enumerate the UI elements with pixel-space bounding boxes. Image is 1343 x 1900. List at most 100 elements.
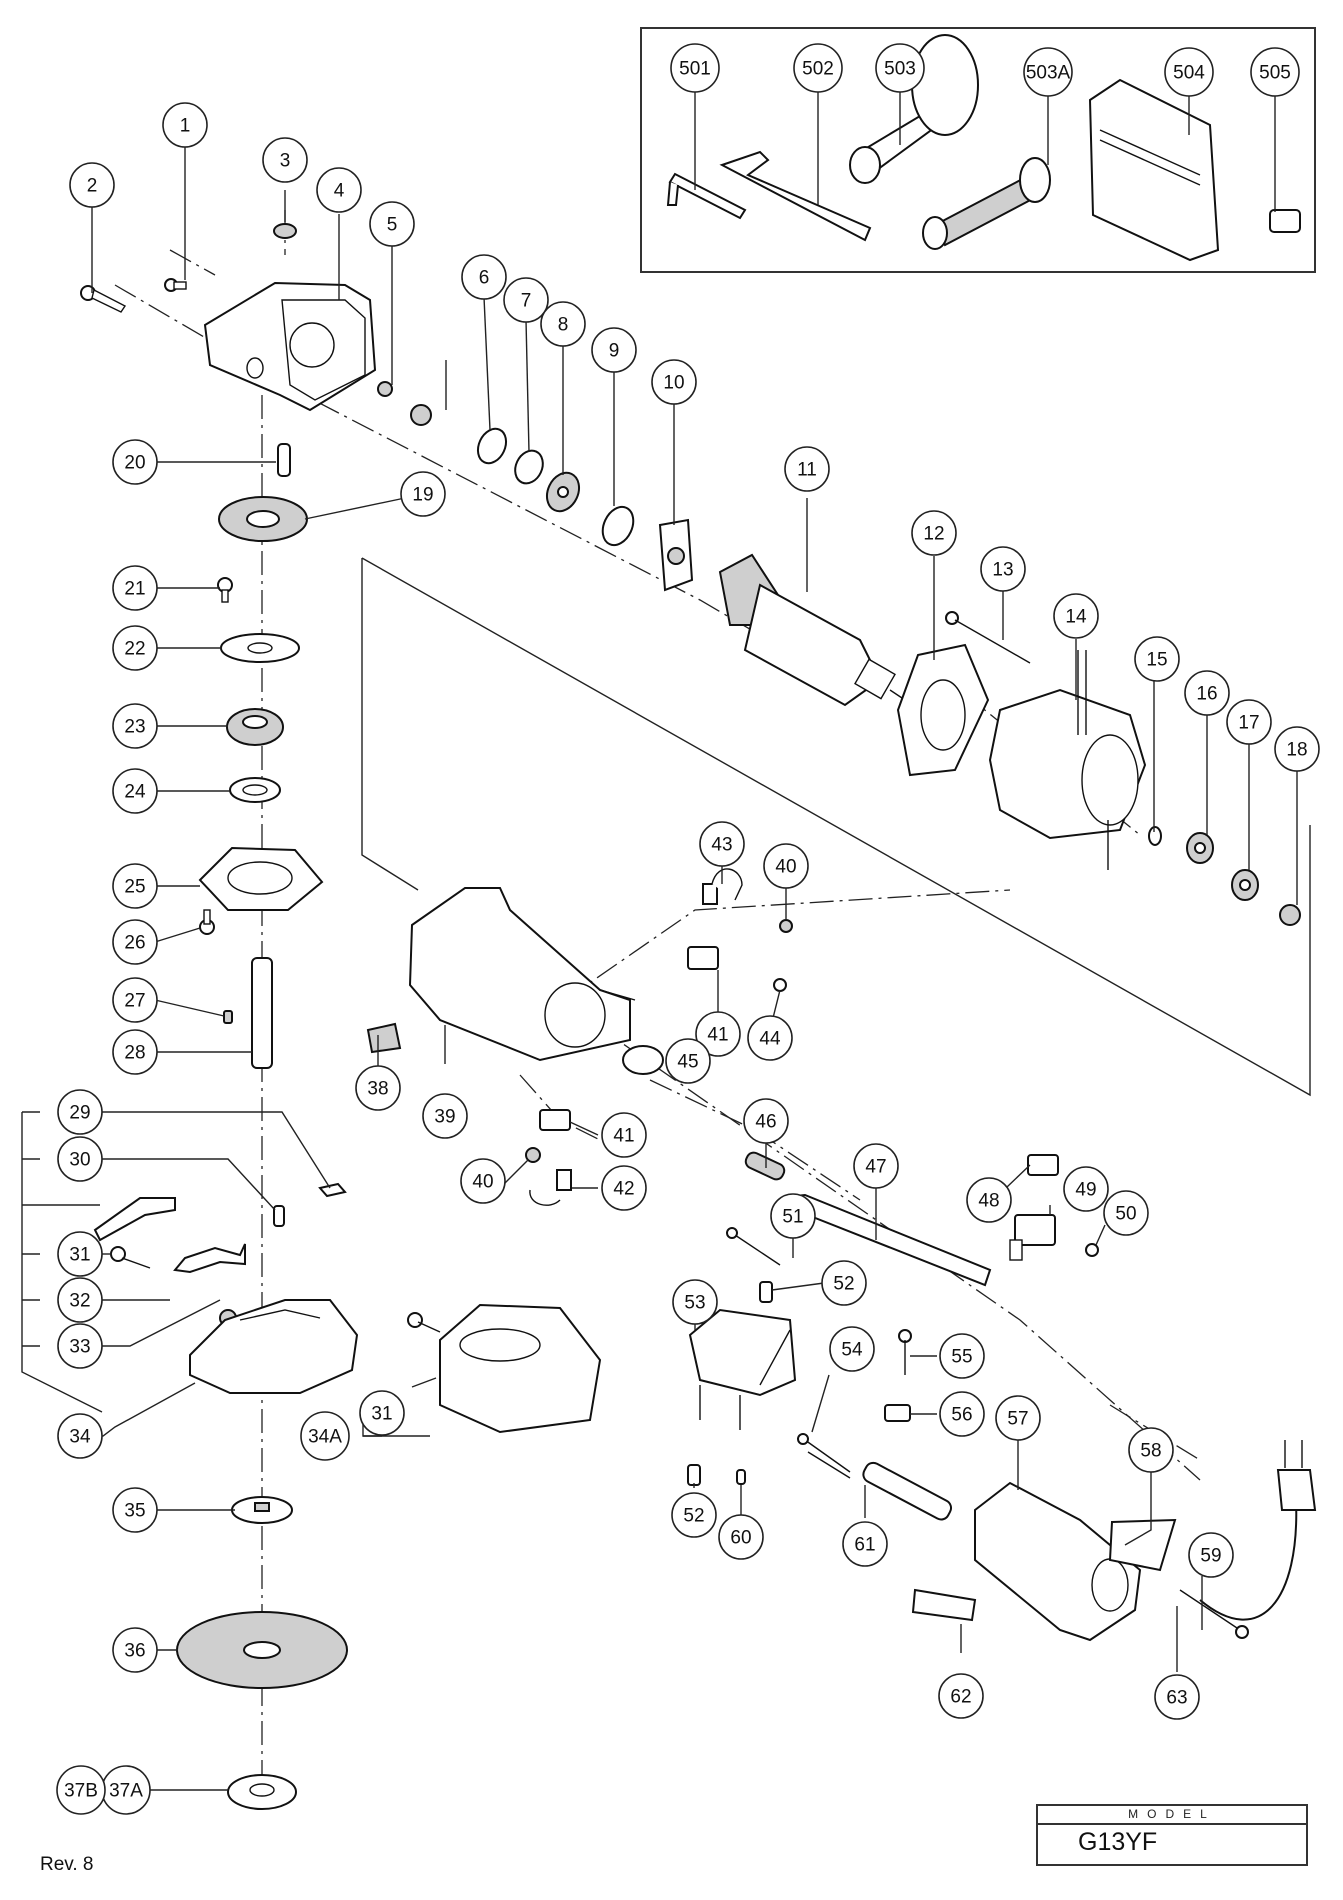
- callout-number: 57: [1007, 1409, 1028, 1430]
- callout-22: 22: [112, 625, 158, 671]
- connector-52b: [687, 1464, 701, 1486]
- callout-4: 4: [316, 167, 362, 213]
- washer-6: [476, 427, 508, 465]
- callout-bubble: [112, 565, 158, 611]
- callout-bubble: [300, 1411, 350, 1461]
- callout-bubble: [162, 102, 208, 148]
- callout-number: 60: [730, 1528, 751, 1549]
- callout-bubble: [56, 1765, 106, 1815]
- callout-number: 26: [124, 933, 145, 954]
- callout-number: 31: [371, 1404, 392, 1425]
- callout-number: 21: [124, 579, 145, 600]
- callout-number: 56: [951, 1405, 972, 1426]
- callout-12: 12: [911, 510, 957, 556]
- callout-bubble: [821, 1260, 867, 1306]
- callout-bubble: [939, 1391, 985, 1437]
- callout-42: 42: [601, 1165, 647, 1211]
- noise-suppressor-48: [1027, 1154, 1059, 1176]
- callout-63: 63: [1154, 1674, 1200, 1720]
- brush-holder-41b: [539, 1109, 571, 1131]
- callout-number: 52: [833, 1274, 854, 1295]
- callout-bubble: [770, 1193, 816, 1239]
- callout-9: 9: [591, 327, 637, 373]
- screw-26: [199, 909, 215, 935]
- callout-45: 45: [665, 1038, 711, 1084]
- switch-49: [1009, 1214, 1056, 1261]
- callout-number: 17: [1238, 713, 1259, 734]
- callout-bubble: [355, 1065, 401, 1111]
- callout-number: 31: [69, 1245, 90, 1266]
- callout-27: 27: [112, 977, 158, 1023]
- callout-61: 61: [842, 1521, 888, 1567]
- callout-bubble: [1226, 699, 1272, 745]
- callout-34a: 34A: [300, 1411, 350, 1461]
- callout-2: 2: [69, 162, 115, 208]
- callout-bubble: [1184, 670, 1230, 716]
- callout-bubble: [359, 1390, 405, 1436]
- callout-37b: 37B: [56, 1765, 106, 1815]
- callout-bubble: [316, 167, 362, 213]
- callout-33: 33: [57, 1323, 103, 1369]
- housing-39: [408, 887, 636, 1062]
- callout-bubble: [422, 1093, 468, 1139]
- axis-screw-1: [169, 249, 216, 276]
- callout-bubble: [57, 1089, 103, 1135]
- callout-bubble: [112, 1627, 158, 1673]
- carbon-brush-43: [702, 868, 743, 905]
- callout-bubble: [57, 1136, 103, 1182]
- callout-number: 50: [1115, 1204, 1136, 1225]
- callout-43: 43: [699, 821, 745, 867]
- callout-21: 21: [112, 565, 158, 611]
- callout-number: 28: [124, 1043, 145, 1064]
- callout-14: 14: [1053, 593, 1099, 639]
- axis-brush-upper: [564, 889, 1011, 1001]
- callout-bubble: [1164, 47, 1214, 97]
- callout-bubble: [829, 1326, 875, 1372]
- brush-spring-40b: [525, 1147, 541, 1163]
- hex-bolt-13: [945, 611, 1031, 664]
- callout-52: 52: [821, 1260, 867, 1306]
- callout-number: 502: [802, 59, 834, 80]
- callout-bubble: [793, 43, 843, 93]
- callout-number: 41: [613, 1126, 634, 1147]
- callout-51: 51: [770, 1193, 816, 1239]
- callout-bubble: [1063, 1166, 1109, 1212]
- callout-number: 19: [412, 485, 433, 506]
- cord-wire-54: [797, 1433, 851, 1479]
- axis-switch-lever: [649, 1079, 861, 1201]
- callout-bubble: [57, 1323, 103, 1369]
- packing-gland-25: [198, 846, 324, 911]
- callout-number: 23: [124, 717, 145, 738]
- bolt-31: [110, 1246, 151, 1269]
- callout-bubble: [112, 863, 158, 909]
- callout-bubble: [1250, 47, 1300, 97]
- callout-48: 48: [966, 1177, 1012, 1223]
- callout-number: 32: [69, 1291, 90, 1312]
- callout-bubble: [980, 546, 1026, 592]
- callout-bubble: [853, 1143, 899, 1189]
- callout-bubble: [400, 471, 446, 517]
- callout-number: 34: [69, 1427, 91, 1448]
- cord-63: [1199, 1440, 1317, 1621]
- spiral-bevel-gear-19: [218, 496, 308, 542]
- callout-bubble: [784, 446, 830, 492]
- axis-gear-housing-to-armature: [114, 284, 761, 636]
- callout-47: 47: [853, 1143, 899, 1189]
- side-handle-503A: [922, 157, 1051, 250]
- callout-35: 35: [112, 1487, 158, 1533]
- revision-label: Rev. 8: [40, 1854, 94, 1875]
- callout-number: 503A: [1026, 63, 1071, 84]
- callout-20: 20: [112, 439, 158, 485]
- callout-41: 41: [695, 1011, 741, 1057]
- callout-number: 15: [1146, 650, 1167, 671]
- callout-number: 42: [613, 1179, 634, 1200]
- callout-15: 15: [1134, 636, 1180, 682]
- callout-62: 62: [938, 1673, 984, 1719]
- callout-bubble: [1023, 47, 1073, 97]
- tapping-screw-55: [898, 1329, 912, 1375]
- callout-bubble: [112, 703, 158, 749]
- callout-23: 23: [112, 703, 158, 749]
- callout-number: 505: [1259, 63, 1291, 84]
- callout-number: 14: [1065, 607, 1087, 628]
- callout-bubble: [112, 1029, 158, 1075]
